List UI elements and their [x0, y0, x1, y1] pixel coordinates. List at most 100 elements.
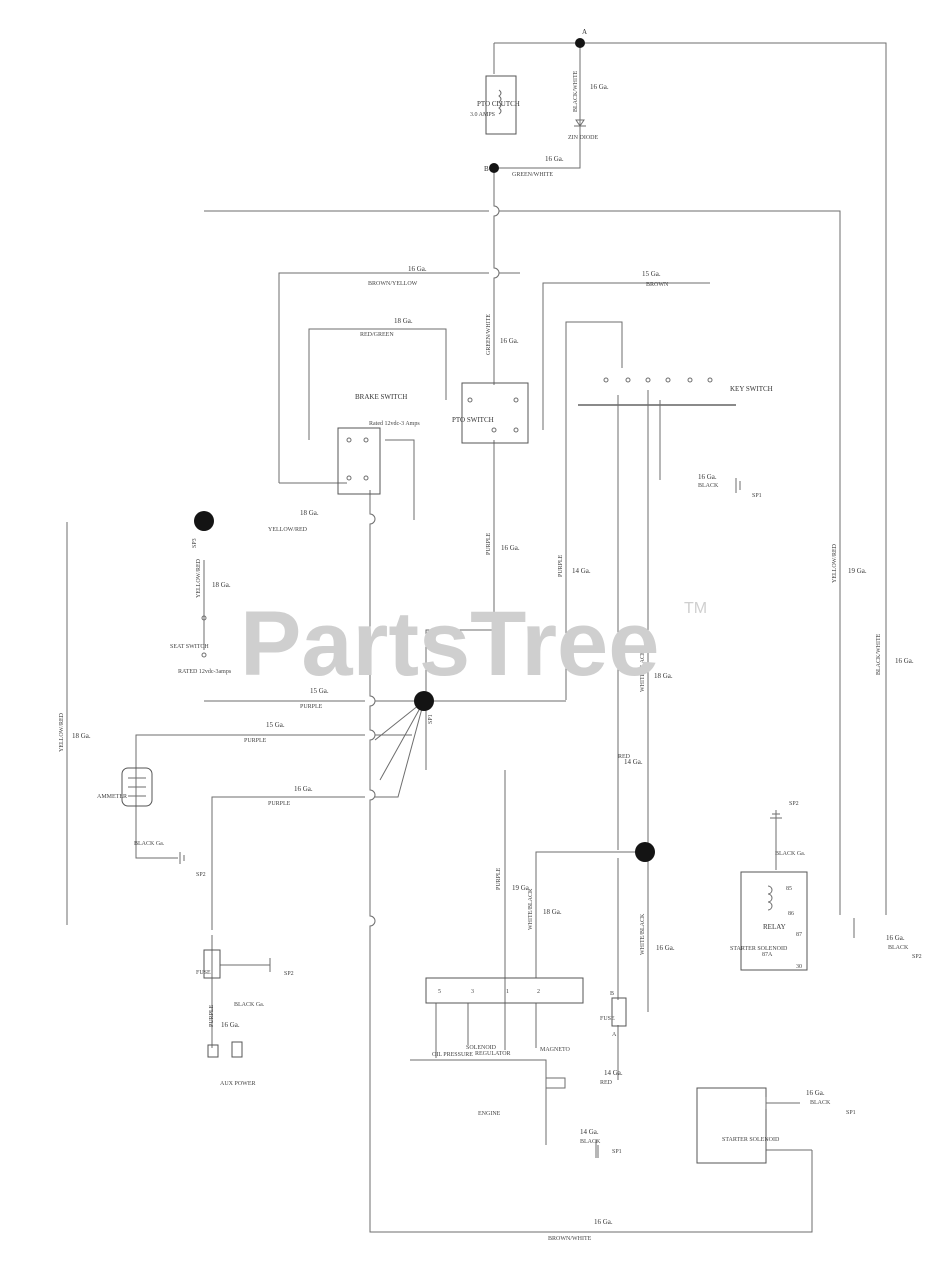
- label-ga18-white-black: 18 Ga.: [654, 672, 673, 680]
- label-sp3: SP3: [192, 538, 198, 548]
- label-ga16-lower: 16 Ga.: [656, 944, 675, 952]
- pto-contact-4: [467, 397, 473, 403]
- label-solenoid: SOLENOID: [466, 1045, 497, 1051]
- label-conn-1: 1: [506, 989, 509, 995]
- label-green-white-mid: GREEN/WHITE: [486, 314, 492, 355]
- label-brake-rating: Rated 12vdc-3 Amps: [369, 421, 420, 427]
- label-pto-clutch: PTO CLUTCH: [477, 100, 520, 108]
- label-fuse-right: FUSE: [600, 1016, 615, 1022]
- label-starter-solenoid-relay: STARTER SOLENOID: [730, 946, 788, 952]
- wire-horizontal-211: [204, 210, 841, 915]
- junctions: [194, 38, 655, 862]
- wire-purple-key: [565, 321, 623, 700]
- label-ga19-right: 19 Ga.: [848, 567, 867, 575]
- label-ga16-b: 16 Ga.: [545, 155, 564, 163]
- engine-block: [410, 1059, 547, 1145]
- brake-switch-box: [337, 427, 381, 495]
- label-ga16-right-edge: 16 Ga.: [895, 657, 914, 665]
- junction-sp3: [194, 511, 214, 531]
- watermark-tm: TM: [684, 600, 707, 617]
- label-conn-2: 2: [537, 989, 540, 995]
- label-fuse-a: A: [612, 1032, 617, 1038]
- wire-brown: [542, 282, 710, 430]
- relay-box: [740, 871, 808, 971]
- key-contact-2: [625, 377, 631, 383]
- label-brown-yellow: BROWN/YELLOW: [368, 281, 418, 287]
- relay-coil-icon: [767, 885, 773, 911]
- label-ga16-purple-pto: 16 Ga.: [501, 544, 520, 552]
- label-yellow-red-left: YELLOW/RED: [59, 712, 65, 752]
- pto-contact-3: [513, 427, 519, 433]
- label-relay-87a: 87A: [762, 952, 773, 958]
- key-contact-6: [707, 377, 713, 383]
- diode-icon: [574, 119, 586, 127]
- label-purple-h3: PURPLE: [268, 801, 291, 807]
- label-zin-diode: ZIN DIODE: [568, 135, 598, 141]
- label-sp1-bottom: SP1: [612, 1149, 622, 1155]
- label-ga19-engine: 19 Ga.: [512, 884, 531, 892]
- label-purple-key: PURPLE: [558, 554, 564, 577]
- label-black-bottom: BLACK: [580, 1139, 601, 1145]
- label-seat-rated: RATED 12vdc-3amps: [178, 669, 232, 675]
- fuse-right-box: [611, 997, 627, 1027]
- label-yellow-red-brake: YELLOW/RED: [268, 527, 308, 533]
- label-sp2-right: SP2: [912, 954, 922, 960]
- engine-stub: [546, 1077, 566, 1089]
- wire-purple-h2: [135, 734, 412, 840]
- pto-clutch-coil-icon: [498, 89, 502, 115]
- label-relay-86: 86: [788, 911, 794, 917]
- engine-connector-box: [425, 977, 584, 1004]
- label-purple-h2: PURPLE: [244, 738, 267, 744]
- ground-icon-ammeter: [179, 852, 185, 864]
- label-ga18-yellow-red: 18 Ga.: [300, 509, 319, 517]
- label-node-a: A: [582, 28, 587, 36]
- label-brake-switch: BRAKE SWITCH: [355, 393, 407, 401]
- label-ga15-purple: 15 Ga.: [310, 687, 329, 695]
- label-green-white-top: GREEN/WHITE: [512, 172, 553, 178]
- label-purple-pto: PURPLE: [486, 532, 492, 555]
- wire-top-main: [494, 42, 887, 915]
- label-relay-30: 30: [796, 964, 802, 970]
- label-ga18-seat: 18 Ga.: [212, 581, 231, 589]
- ammeter-icon: [128, 777, 146, 797]
- label-ga16-key-black: 16 Ga.: [698, 473, 717, 481]
- ground-icon-key: [735, 478, 741, 493]
- label-white-black-lower: WHITE/BLACK: [640, 913, 646, 955]
- labels: A B PTO CLUTCH 3.0 AMPS BLACK/WHITE 16 G…: [59, 28, 922, 1242]
- label-white-black-engine: WHITE/BLACK: [528, 888, 534, 930]
- label-oil-pressure: OIL PRESSURE: [432, 1052, 473, 1058]
- label-yellow-red-right: YELLOW/RED: [832, 543, 838, 583]
- wire-a-down: [494, 43, 581, 169]
- pto-switch-box: [461, 382, 529, 444]
- label-yellow-red-seat: YELLOW/RED: [196, 558, 202, 598]
- label-brown: BROWN: [646, 282, 669, 288]
- wire-green-white-vertical: [493, 168, 500, 385]
- wire-yellow-red-brake: [279, 439, 415, 520]
- label-black-white-top: BLACK/WHITE: [573, 70, 579, 112]
- label-black-ga-fuse: BLACK Ga.: [234, 1002, 265, 1008]
- wire-red-green: [308, 328, 447, 440]
- label-sp1-starter: SP1: [846, 1110, 856, 1116]
- components: [121, 75, 808, 1164]
- label-engine: ENGINE: [478, 1111, 501, 1117]
- label-relay-85: 85: [786, 886, 792, 892]
- label-black-key: BLACK: [698, 483, 719, 489]
- label-pto-clutch-rating: 3.0 AMPS: [470, 112, 495, 118]
- junction-a: [575, 38, 585, 48]
- label-ga18-left: 18 Ga.: [72, 732, 91, 740]
- label-ga14-red: 14 Ga.: [624, 758, 643, 766]
- label-relay: RELAY: [763, 923, 786, 931]
- label-relay-87: 87: [796, 932, 802, 938]
- label-brown-white: BROWN/WHITE: [548, 1236, 592, 1242]
- wire-sp1-fan: [374, 700, 425, 781]
- label-node-b: B: [484, 165, 489, 173]
- label-ga16-fuse: 16 Ga.: [221, 1021, 240, 1029]
- label-aux-power: AUX POWER: [220, 1081, 256, 1087]
- label-key-switch: KEY SWITCH: [730, 385, 773, 393]
- pto-contact-5: [513, 397, 519, 403]
- pto-clutch-box: [485, 75, 517, 135]
- label-magneto: MAGNETO: [540, 1047, 571, 1053]
- label-black-ga-relay: BLACK Ga.: [775, 851, 806, 857]
- brake-contact-3: [346, 475, 352, 481]
- label-fuse-left: FUSE: [196, 970, 211, 976]
